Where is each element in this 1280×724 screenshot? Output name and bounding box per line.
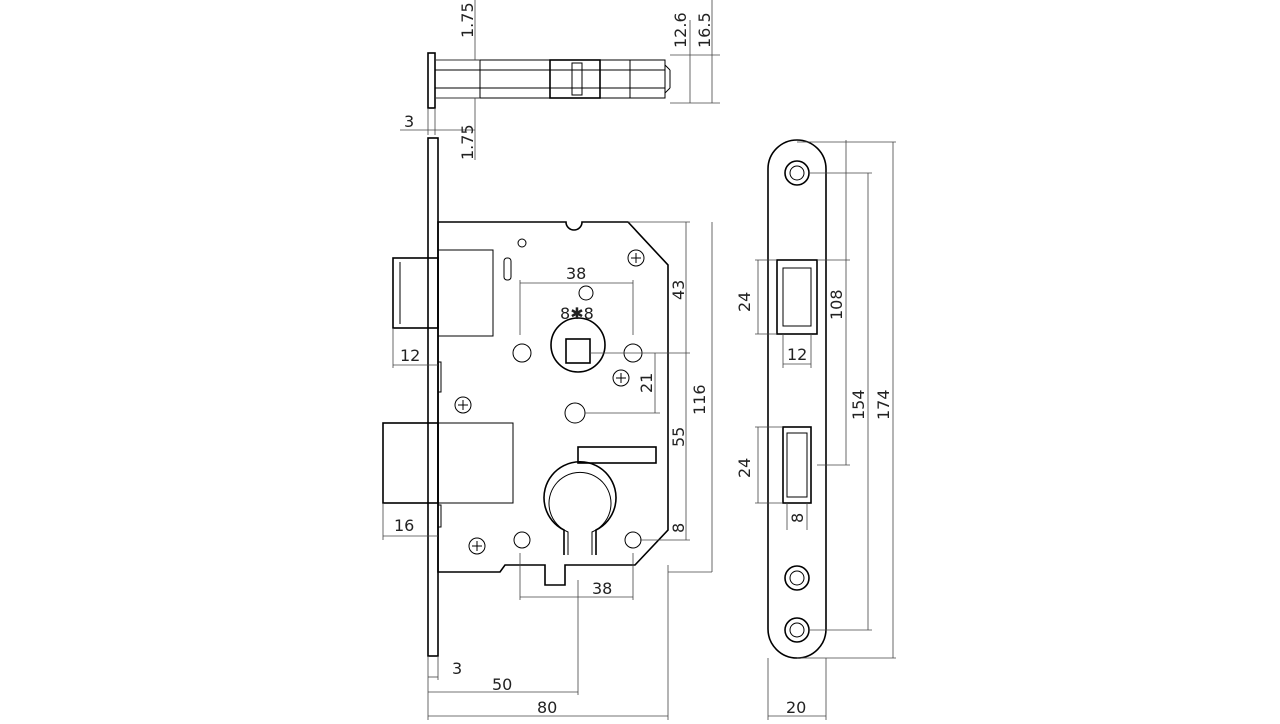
top-view-follower bbox=[549, 59, 601, 99]
dim-spindle-to-cylinder-top: 38 bbox=[566, 264, 586, 283]
dim-case-height: 116 bbox=[690, 384, 709, 415]
dim-faceplate-bottom: 3 bbox=[452, 659, 462, 678]
dim-spindle-to-cylinder: 55 bbox=[669, 427, 688, 447]
dim-strike-bolt-height: 24 bbox=[735, 458, 754, 478]
strike-bolt-opening bbox=[782, 426, 812, 504]
dim-bottom-gap: 1.75 bbox=[458, 124, 477, 160]
dim-deadbolt-projection: 16 bbox=[394, 516, 414, 535]
dim-case-depth: 80 bbox=[537, 698, 557, 717]
dim-latch-projection: 12 bbox=[400, 346, 420, 365]
dim-spindle-size: 8✱8 bbox=[560, 304, 594, 323]
dim-top-gap: 1.75 bbox=[458, 2, 477, 38]
dim-cylinder-to-bottom: 8 bbox=[669, 523, 688, 533]
screw-1 bbox=[627, 249, 645, 267]
dim-strike-inner-span: 108 bbox=[827, 289, 846, 320]
front-spindle-square bbox=[565, 338, 591, 364]
front-view: 38 8✱8 43 116 21 55 8 38 12 16 3 50 80 bbox=[382, 137, 713, 720]
front-follower bbox=[550, 317, 606, 373]
dim-total-height: 16.5 bbox=[695, 12, 714, 48]
front-slot bbox=[577, 446, 657, 464]
dim-latch-height: 12.6 bbox=[671, 12, 690, 48]
top-view-faceplate bbox=[427, 52, 436, 109]
screw-4 bbox=[468, 537, 486, 555]
top-view: 1.75 1.75 3 12.6 16.5 bbox=[400, 0, 720, 160]
strike-plate-outline bbox=[767, 139, 827, 659]
front-cylinder-hole bbox=[543, 461, 617, 555]
dim-backset: 50 bbox=[492, 675, 512, 694]
dim-faceplate-top: 3 bbox=[404, 112, 414, 131]
front-deadbolt bbox=[382, 422, 439, 504]
dim-spindle-to-screw: 21 bbox=[637, 373, 656, 393]
dim-strike-width: 20 bbox=[786, 698, 806, 717]
dim-strike-length: 174 bbox=[874, 389, 893, 420]
dim-strike-screw-span: 154 bbox=[849, 389, 868, 420]
dim-strike-latch-height: 24 bbox=[735, 292, 754, 312]
strike-plate: 24 12 108 24 8 154 174 20 bbox=[735, 139, 896, 720]
dim-strike-latch-width: 12 bbox=[787, 345, 807, 364]
dim-follower-to-top: 43 bbox=[669, 280, 688, 300]
screw-3 bbox=[612, 369, 630, 387]
screw-2 bbox=[454, 396, 472, 414]
dim-cylinder-hole-spacing: 38 bbox=[592, 579, 612, 598]
front-faceplate bbox=[427, 137, 439, 657]
strike-latch-opening bbox=[776, 259, 818, 335]
dim-strike-bolt-width: 8 bbox=[788, 513, 807, 523]
front-case-outline bbox=[437, 221, 669, 586]
